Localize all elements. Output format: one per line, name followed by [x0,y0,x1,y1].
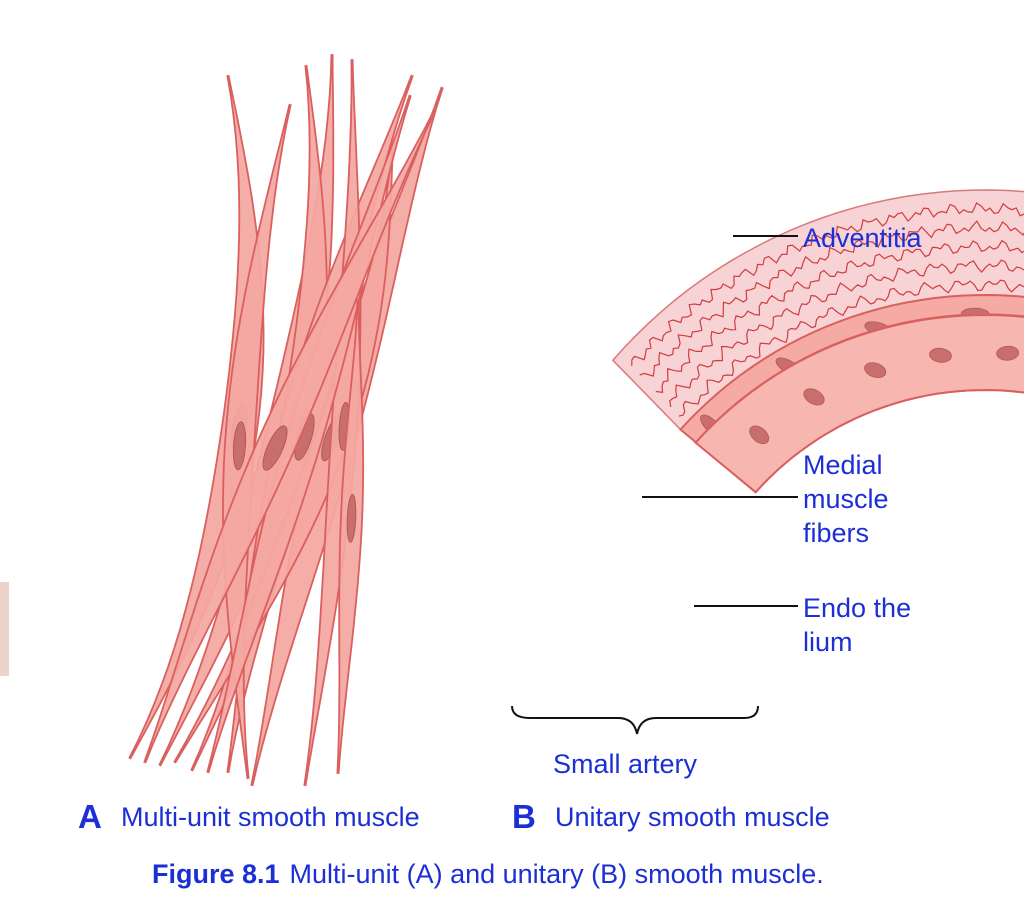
collagen-squiggle [631,202,1024,366]
multi-unit-fiber-bundle [128,54,444,787]
collagen-squiggle [669,259,1024,408]
figure-caption: Figure 8.1 Multi-unit (A) and unitary (B)… [152,856,824,892]
figure-number: Figure 8.1 [152,859,280,889]
left-edge-mark [0,582,9,676]
collagen-squiggle [655,239,1024,393]
panel-b-title: Unitary smooth muscle [555,802,830,832]
adventitia-label: Adventitia [803,223,922,253]
collagen-squiggle [678,279,1024,417]
fiber-nucleus [262,425,288,471]
endothelial-nucleus [996,345,1019,361]
fiber-nucleus [232,421,247,471]
endothelial-nucleus [864,362,887,378]
endothelial-nucleus [929,347,952,363]
caption-text: Multi-unit (A) and unitary (B) smooth mu… [289,859,824,889]
medial-muscle-fibers-label: Medial muscle fibers [803,450,889,548]
artery-wall-cross-section [611,189,1024,494]
endothelial-nucleus [803,388,825,406]
panel-a-letter: A [78,798,102,835]
small-artery-bracket [511,705,759,735]
leader-lines [642,235,798,607]
collagen-squiggle [639,220,1024,377]
endothelial-cells [749,345,1019,445]
small-artery-label: Small artery [553,749,698,779]
panel-b-letter: B [512,798,536,835]
fiber-nucleus [346,493,357,543]
muscle-fiber [143,108,437,764]
panel-a-title: Multi-unit smooth muscle [121,802,420,832]
endothelial-nucleus [749,425,770,445]
endothelium-label: Endo the lium [803,593,912,657]
adventitia-texture [631,202,1024,417]
